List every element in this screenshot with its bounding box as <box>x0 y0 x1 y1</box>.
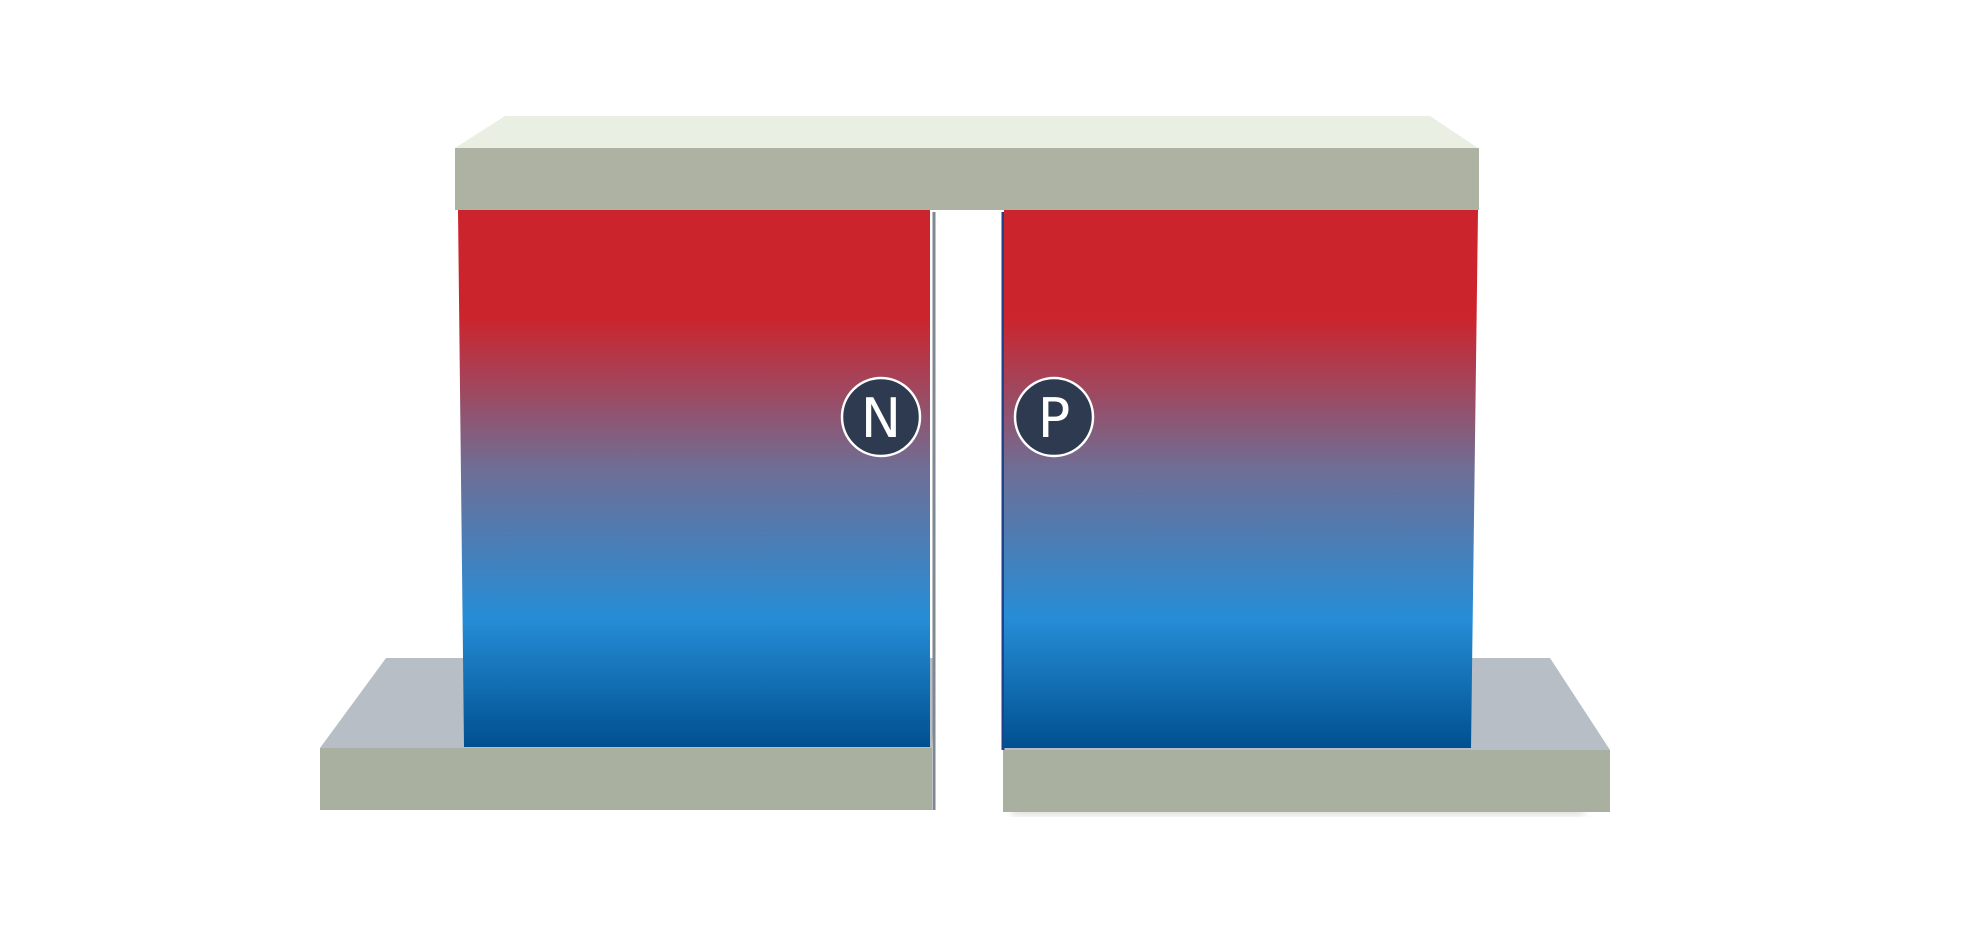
n-label: N <box>861 387 901 450</box>
top-plate-front-face <box>455 148 1479 210</box>
n-label-badge: N <box>840 376 922 458</box>
top-plate-top-face <box>455 116 1478 148</box>
left-semiconductor-block <box>458 210 930 747</box>
right-semiconductor-block <box>1004 210 1478 748</box>
p-label-badge: P <box>1013 376 1095 458</box>
left-base-front-face <box>320 748 932 810</box>
right-base-front-face <box>1003 750 1610 812</box>
p-badge-circle <box>1013 376 1095 458</box>
n-badge-circle <box>840 376 922 458</box>
p-label: P <box>1038 387 1071 450</box>
top-plate <box>455 116 1479 210</box>
